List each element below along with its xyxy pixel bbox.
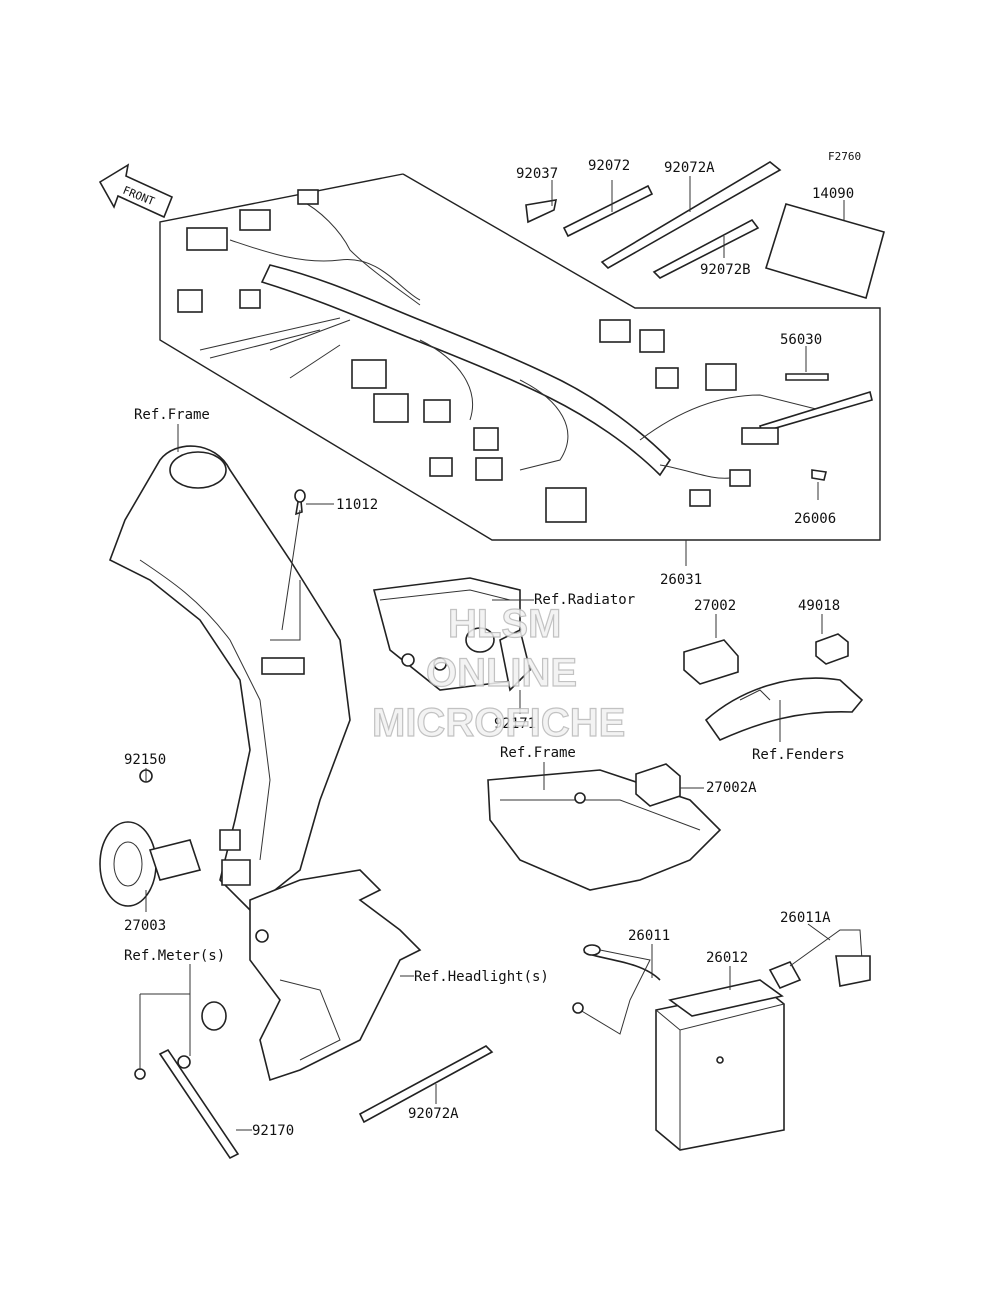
connector-icon [177,289,203,313]
band-92072-icon [562,184,654,238]
battery-icon [655,987,785,1151]
battery-group [572,923,871,1151]
connector-icon [473,427,499,451]
ref-fenders: Ref.Fenders [752,747,845,763]
connector-icon [639,329,665,353]
watermark-line-3: MICROFICHE [372,701,625,745]
label-92072A-bottom: 92072A [408,1106,459,1122]
label-26011: 26011 [628,928,670,944]
label-11012: 11012 [336,497,378,513]
label-92072B: 92072B [700,262,751,278]
ref-meters: Ref.Meter(s) [124,948,225,964]
relay-49018-icon [815,633,849,665]
tie-band-group [525,161,885,481]
connector-icon [239,209,271,231]
connector-icon [423,399,451,423]
connector-icon [239,289,261,309]
connector-icon [655,367,679,389]
connector-icon [475,457,503,481]
connector-icon [689,489,711,507]
connector-icon [545,487,587,523]
connector-icon [705,363,737,391]
horn-group [99,768,202,912]
cover-14090-icon [764,203,885,300]
label-92171: 92171 [494,716,536,732]
frame-mid-group [487,762,722,891]
label-26031: 26031 [660,572,702,588]
label-26011A: 26011A [780,910,831,926]
relay-group [683,614,864,742]
ref-frame-top: Ref.Frame [134,407,210,423]
label-92072A-top: 92072A [664,160,715,176]
ref-radiator: Ref.Radiator [534,592,635,608]
leader-lines-top [551,176,845,566]
label-14090: 14090 [812,186,854,202]
band-92072A-bottom-icon [358,1045,494,1124]
tape-56030-icon [785,373,829,381]
band-92170-icon [158,1048,240,1160]
connector-icon [373,393,409,423]
connector-icon [297,189,319,205]
label-27003: 27003 [124,918,166,934]
relay-27002A-icon [635,763,681,807]
label-27002A: 27002A [706,780,757,796]
watermark-line-2: ONLINE [426,651,577,695]
band-92072B-icon [652,218,760,279]
fitting-11012-icon [294,489,306,503]
label-92150: 92150 [124,752,166,768]
label-56030: 56030 [780,332,822,348]
connector-icon [729,469,751,487]
grommet-icon [201,1001,227,1031]
band-92072A-icon [600,161,782,269]
label-92037: 92037 [516,166,558,182]
radiator-group [372,577,534,714]
washer-icon [177,1055,191,1069]
bolt-icon [134,1068,146,1080]
label-92072: 92072 [588,158,630,174]
connector-icon [599,319,631,343]
watermark-line-1: HLSM [448,602,561,646]
horn-icon [99,821,157,907]
label-27002: 27002 [694,598,736,614]
ref-headlights: Ref.Headlight(s) [414,969,549,985]
connector-icon [429,457,453,477]
ref-frame-mid: Ref.Frame [500,745,576,761]
frame-group [108,424,351,912]
clip-26006-icon [811,469,827,481]
label-92170: 92170 [252,1123,294,1139]
wiring-harness-group [159,173,881,541]
connector-icon [186,227,228,251]
watermark: HLSM ONLINE MICROFICHE [371,601,626,745]
connector-icon [741,427,779,445]
relay-27002-icon [683,639,739,685]
connector-icon [351,359,387,389]
label-26012: 26012 [706,950,748,966]
headlight-bracket-group [134,869,494,1160]
front-arrow-icon: FRONT [98,163,174,219]
figure-code: F2760 [828,150,861,163]
label-49018: 49018 [798,598,840,614]
band-icon [758,390,873,433]
label-26006: 26006 [794,511,836,527]
clamp-92037-icon [525,199,558,224]
